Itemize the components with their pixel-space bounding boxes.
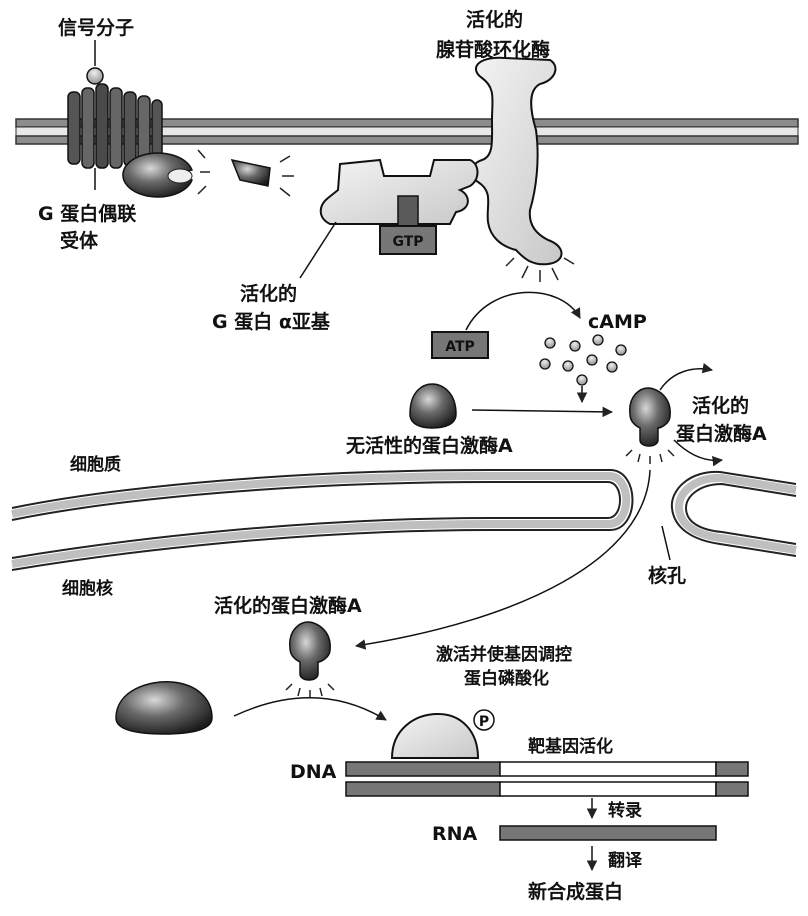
- signal-molecule-icon: [87, 68, 103, 84]
- active-pka-label-line1: 活化的: [692, 394, 749, 417]
- inactive-pka-icon: [410, 384, 456, 428]
- rna-label: RNA: [432, 823, 478, 845]
- inactive-pka-label: 无活性的蛋白激酶A: [346, 434, 513, 457]
- activated-g-label-line2: G 蛋白 α亚基: [212, 310, 331, 333]
- dna-label: DNA: [290, 761, 337, 783]
- activated-g-label-line1: 活化的: [240, 282, 297, 305]
- pka-cytoplasm-arrow-up: [660, 369, 712, 390]
- activated-ac-label-line1: 活化的: [466, 8, 523, 31]
- nuclear-envelope-right-fill: [679, 478, 796, 550]
- active-pka-icon: [626, 388, 674, 464]
- active-pka-label-line2: 蛋白激酶A: [676, 422, 767, 445]
- cytoplasm-label: 细胞质: [70, 454, 121, 475]
- atp-to-camp-arrow: [466, 292, 580, 330]
- translation-label: 翻译: [608, 850, 643, 871]
- pka-nuclear-entry-arrow: [356, 470, 650, 646]
- pka-activation-arrow: [472, 410, 612, 412]
- nuclear-pore-label: 核孔: [648, 564, 686, 587]
- transcription-label: 转录: [608, 800, 642, 821]
- atp-label: ATP: [445, 339, 475, 355]
- nucleus-label: 细胞核: [62, 578, 113, 599]
- nuclear-pore-leader: [662, 526, 670, 560]
- g-protein-fragment-icon: [198, 150, 294, 196]
- active-pka-nucleus-icon: [286, 622, 334, 698]
- adenylyl-cyclase-icon: [472, 58, 574, 282]
- g-protein-icon: [123, 153, 192, 197]
- nuclear-envelope-left-fill: [12, 476, 626, 564]
- phosphorylation-arrow: [234, 698, 386, 720]
- phosphorylation-label-line1: 激活并使基因调控: [436, 644, 572, 665]
- camp-molecules-icon: [540, 335, 626, 385]
- atp-box: ATP: [432, 332, 488, 358]
- phosphate-label: P: [479, 714, 489, 730]
- gpcr-label-line1: G 蛋白偶联: [38, 202, 136, 225]
- dna-strands: [346, 762, 748, 796]
- target-gene-label: 靶基因活化: [528, 736, 613, 757]
- gtp-box: GTP: [380, 226, 436, 254]
- new-protein-label: 新合成蛋白: [528, 880, 623, 903]
- rna-strand: [500, 826, 716, 840]
- active-pka-nucleus-label: 活化的蛋白激酶A: [214, 594, 362, 617]
- activated-ac-label-line2: 腺苷酸环化酶: [435, 38, 550, 61]
- g-alpha-leader: [300, 222, 336, 278]
- gene-regulatory-protein-icon: [116, 682, 212, 734]
- gtp-label: GTP: [392, 234, 423, 250]
- phosphate-icon: P: [474, 710, 494, 730]
- g-alpha-subunit-icon: [321, 160, 478, 226]
- camp-label: cAMP: [588, 311, 647, 333]
- phosphorylated-protein-icon: [392, 714, 478, 758]
- gpcr-label-line2: 受体: [60, 229, 99, 252]
- signal-molecule-label: 信号分子: [58, 16, 134, 39]
- phosphorylation-label-line2: 蛋白磷酸化: [464, 668, 549, 689]
